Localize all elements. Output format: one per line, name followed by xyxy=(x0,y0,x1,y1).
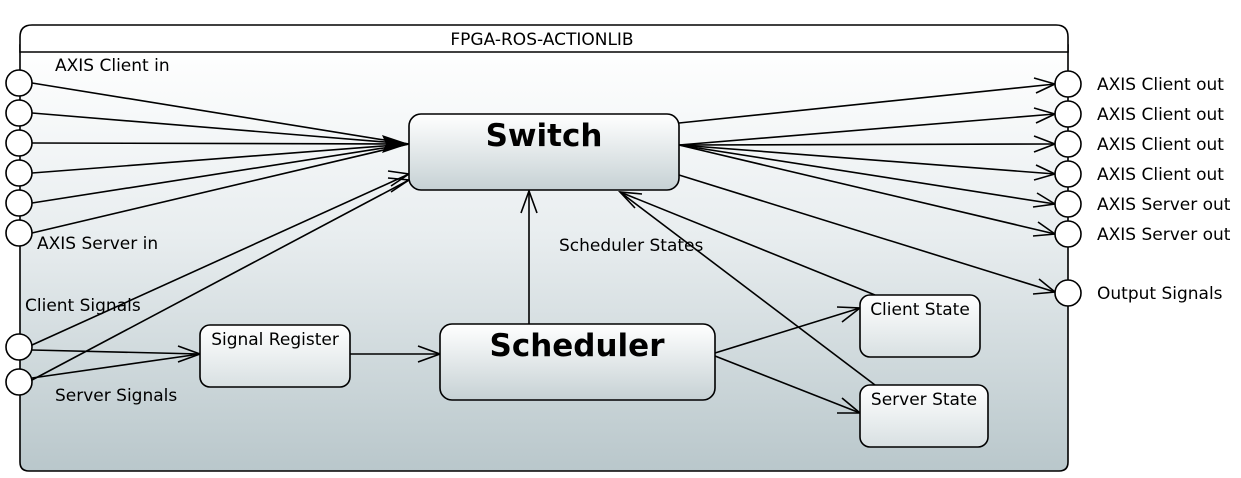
edge-input-1-to-switch xyxy=(31,82,410,145)
output-port-6 xyxy=(1054,220,1082,248)
server-signals-label: Server Signals xyxy=(55,386,177,406)
axis-server-in-label: AXIS Server in xyxy=(37,234,158,254)
edge-server-state-to-switch xyxy=(619,191,876,386)
container-title: FPGA-ROS-ACTIONLIB xyxy=(450,30,633,50)
switch-block: Switch xyxy=(408,113,680,191)
input-port-1 xyxy=(5,69,33,97)
output-signals-port xyxy=(1054,279,1082,307)
edge-input-6-to-switch xyxy=(31,143,410,234)
arrowhead-scheduler-switch xyxy=(520,188,538,214)
output-port-1 xyxy=(1054,70,1082,98)
client-state-label: Client State xyxy=(870,300,970,320)
output-signals-label: Output Signals xyxy=(1097,284,1223,304)
scheduler-states-label: Scheduler States xyxy=(559,236,704,256)
edge-switch-to-output-4 xyxy=(678,144,1056,175)
input-port-5 xyxy=(5,189,33,217)
edge-switch-to-output-3 xyxy=(678,143,1056,146)
output-label-3: AXIS Client out xyxy=(1097,135,1224,155)
output-port-5 xyxy=(1054,190,1082,218)
signal-register-label: Signal Register xyxy=(211,330,339,350)
server-signals-port xyxy=(5,368,33,396)
edge-switch-to-output-signals xyxy=(678,174,1056,293)
input-port-6 xyxy=(5,219,33,247)
edge-switch-to-output-2 xyxy=(678,113,1056,146)
edges-switch-to-outputs xyxy=(678,77,1058,295)
input-ports xyxy=(5,69,33,396)
output-label-1: AXIS Client out xyxy=(1097,75,1224,95)
output-label-4: AXIS Client out xyxy=(1097,165,1224,185)
switch-label: Switch xyxy=(486,118,603,154)
edges-inputs-to-switch xyxy=(31,82,412,381)
edge-input-3-to-switch xyxy=(31,142,410,145)
output-label-2: AXIS Client out xyxy=(1097,105,1224,125)
edge-scheduler-to-client-state xyxy=(714,307,861,354)
edge-input-5-to-switch xyxy=(31,143,410,204)
arrowhead-states-switch xyxy=(617,191,643,209)
edge-switch-to-output-5 xyxy=(678,144,1056,205)
edge-client-signals-to-register xyxy=(31,349,201,355)
edge-input-4-to-switch xyxy=(31,143,410,174)
edge-client-signals-to-switch xyxy=(31,173,410,346)
edge-server-signals-to-switch xyxy=(31,179,410,381)
output-label-5: AXIS Server out xyxy=(1097,195,1231,215)
output-port-4 xyxy=(1054,160,1082,188)
client-state-block: Client State xyxy=(859,294,981,358)
edge-server-signals-to-register xyxy=(31,353,201,379)
axis-client-in-label: AXIS Client in xyxy=(55,56,170,76)
output-label-6: AXIS Server out xyxy=(1097,225,1231,245)
output-ports xyxy=(1054,70,1082,307)
edge-client-state-to-switch xyxy=(619,191,876,296)
output-port-3 xyxy=(1054,130,1082,158)
server-state-label: Server State xyxy=(871,390,977,410)
scheduler-label: Scheduler xyxy=(490,328,666,364)
edges-states-to-switch xyxy=(617,191,876,386)
edge-scheduler-to-switch xyxy=(520,188,538,324)
input-port-3 xyxy=(5,129,33,157)
input-port-2 xyxy=(5,99,33,127)
input-port-4 xyxy=(5,159,33,187)
client-signals-port xyxy=(5,333,33,361)
edge-switch-to-output-1 xyxy=(678,83,1056,124)
scheduler-block: Scheduler xyxy=(439,323,716,401)
edge-scheduler-to-server-state xyxy=(714,355,861,414)
signal-register-block: Signal Register xyxy=(199,324,351,388)
arrowhead-into-switch xyxy=(382,135,409,153)
server-state-block: Server State xyxy=(859,384,989,448)
output-port-2 xyxy=(1054,100,1082,128)
edge-switch-to-output-6 xyxy=(678,144,1056,235)
client-signals-label: Client Signals xyxy=(25,296,141,316)
edge-input-2-to-switch xyxy=(31,112,410,145)
